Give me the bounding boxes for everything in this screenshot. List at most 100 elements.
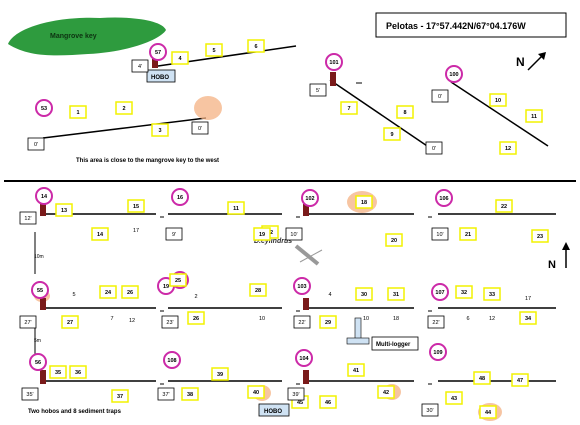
- svg-text:29: 29: [325, 320, 331, 326]
- svg-text:6: 6: [254, 44, 257, 50]
- station-circle: 57: [149, 43, 167, 61]
- multi-logger: Multi-logger: [346, 317, 419, 351]
- sediment-trap-box: 9: [383, 127, 401, 141]
- depth-box: 22': [427, 315, 445, 329]
- station-circle: 102: [301, 189, 319, 207]
- svg-text:19: 19: [259, 232, 265, 238]
- label-number: 18: [393, 316, 399, 322]
- svg-text:15: 15: [133, 204, 139, 210]
- sediment-trap-box: 22: [495, 199, 513, 213]
- station-circle: 56: [29, 353, 47, 371]
- hobo-label-bottom: HOBO: [264, 409, 282, 415]
- svg-text:30: 30: [361, 292, 367, 298]
- sediment-trap-box: 46: [319, 395, 337, 409]
- hobo-box-top: HOBO: [146, 69, 176, 83]
- svg-text:21: 21: [465, 232, 471, 238]
- svg-text:23': 23': [166, 320, 173, 326]
- svg-text:32: 32: [461, 290, 467, 296]
- sediment-trap-box: 30: [355, 287, 373, 301]
- distance-label-10m: 10m: [34, 254, 44, 260]
- sediment-trap-box: 1: [69, 105, 87, 119]
- svg-text:16: 16: [177, 195, 183, 201]
- depth-box: 10': [431, 227, 449, 241]
- station-circle: 16: [171, 188, 189, 206]
- sediment-trap-box: 35: [49, 365, 67, 379]
- site-title: Pelotas - 17°57.442N/67°04.176W: [386, 21, 526, 31]
- svg-text:100: 100: [449, 72, 458, 78]
- sediment-trap-box: 33: [483, 287, 501, 301]
- svg-text:26: 26: [127, 290, 133, 296]
- svg-text:56: 56: [35, 360, 41, 366]
- sediment-trap-box: 40: [247, 385, 265, 399]
- depth-box: 35': [21, 387, 39, 401]
- sediment-trap-box: 25: [169, 273, 187, 287]
- north-label-bottom: N: [548, 259, 556, 271]
- sediment-trap-box: 13: [55, 203, 73, 217]
- sediment-trap-box: 31: [387, 287, 405, 301]
- station-circle: 107: [431, 283, 449, 301]
- svg-text:43: 43: [451, 396, 457, 402]
- sediment-trap-box: 15: [127, 199, 145, 213]
- sediment-trap-box: 28: [249, 283, 267, 297]
- hobo-box-bottom: HOBO: [258, 403, 290, 417]
- species-sketch: D.cylindrus: [254, 238, 323, 266]
- svg-text:108: 108: [167, 358, 176, 364]
- station-circle: 53: [35, 99, 53, 117]
- svg-text:14: 14: [41, 194, 48, 200]
- sediment-trap-box: 32: [455, 285, 473, 299]
- sediment-trap-box: 6: [247, 39, 265, 53]
- hobo-label-top: HOBO: [151, 75, 169, 81]
- transect-lines: [42, 45, 556, 382]
- north-arrow-bottom: N: [548, 242, 570, 271]
- depth-box: 0': [431, 89, 449, 103]
- depth-box: 30': [421, 403, 439, 417]
- station-circle: 108: [163, 351, 181, 369]
- stake-markers: [40, 54, 336, 384]
- svg-text:37: 37: [117, 394, 123, 400]
- multi-logger-label: Multi-logger: [376, 342, 411, 348]
- sediment-trap-box: 11: [525, 109, 543, 123]
- sediment-trap-box: 41: [347, 363, 365, 377]
- svg-text:5: 5: [212, 48, 215, 54]
- svg-text:13: 13: [61, 208, 67, 214]
- label-number: 10: [259, 316, 265, 322]
- dash-markers: [160, 82, 432, 385]
- sediment-trap-box: 10: [489, 93, 507, 107]
- svg-text:47: 47: [517, 378, 523, 384]
- svg-text:9: 9: [390, 132, 393, 138]
- note-bottom: Two hobos and 8 sediment traps: [28, 409, 122, 415]
- sediment-trap-box: 11: [227, 201, 245, 215]
- svg-text:0': 0': [432, 146, 436, 152]
- note-top: This area is close to the mangrove key t…: [76, 158, 219, 164]
- svg-text:34: 34: [525, 316, 532, 322]
- svg-text:11: 11: [531, 114, 537, 120]
- north-arrow-top: N: [516, 52, 546, 71]
- svg-text:10': 10': [436, 232, 443, 238]
- sediment-trap-box: 44: [479, 405, 497, 419]
- depth-box: 39': [287, 387, 305, 401]
- label-number: 12: [489, 316, 495, 322]
- svg-text:1: 1: [76, 110, 79, 116]
- svg-text:38: 38: [187, 392, 193, 398]
- station-circle: 106: [435, 189, 453, 207]
- sediment-trap-box: 37: [111, 389, 129, 403]
- depth-box: 0': [425, 141, 443, 155]
- svg-text:23: 23: [537, 234, 543, 240]
- svg-text:35': 35': [26, 392, 33, 398]
- svg-text:104: 104: [299, 356, 309, 362]
- depth-box: 23': [161, 315, 179, 329]
- svg-text:57: 57: [155, 50, 161, 56]
- svg-text:44: 44: [485, 410, 492, 416]
- species-label: D.cylindrus: [254, 238, 292, 245]
- sediment-trap-box: 2: [115, 101, 133, 115]
- svg-text:106: 106: [439, 196, 448, 202]
- station-circle: 100: [445, 65, 463, 83]
- north-label-top: N: [516, 55, 525, 69]
- sediment-trap-box: 48: [473, 371, 491, 385]
- label-number: 5: [72, 292, 75, 298]
- station-circle: 103: [293, 277, 311, 295]
- sediment-trap-box: 21: [459, 227, 477, 241]
- svg-text:45: 45: [297, 400, 303, 406]
- depth-box: 0': [27, 137, 45, 151]
- sediment-trap-box: 23: [531, 229, 549, 243]
